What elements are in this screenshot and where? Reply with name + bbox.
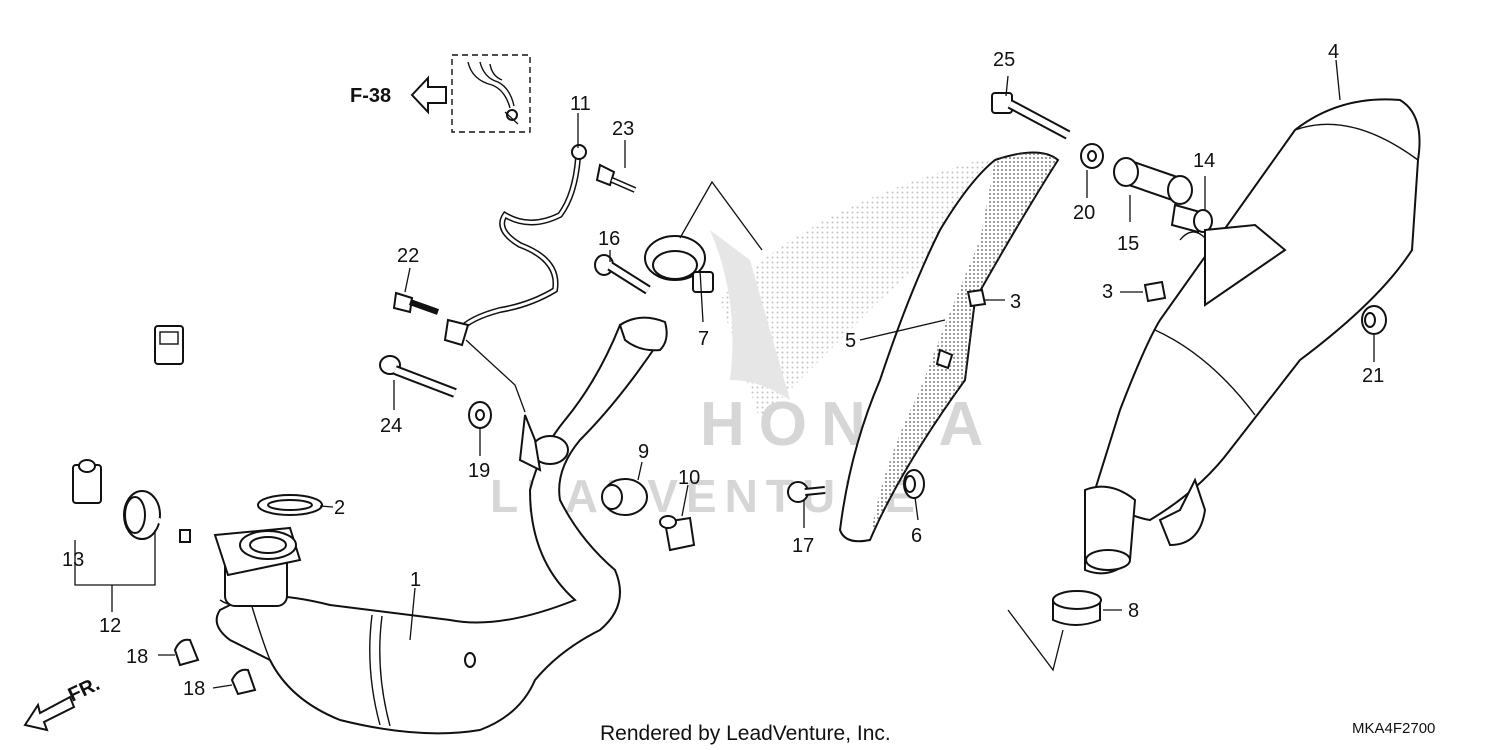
callout-15[interactable]: 15	[1117, 233, 1139, 255]
callout-22[interactable]: 22	[397, 245, 419, 267]
callout-21[interactable]: 21	[1362, 365, 1384, 387]
left-arrow-icon	[410, 75, 447, 115]
callout-2[interactable]: 2	[334, 497, 345, 519]
rubber-8[interactable]	[1052, 590, 1102, 626]
callout-19[interactable]: 19	[468, 460, 490, 482]
harness-detail-box	[451, 54, 531, 133]
cap-nut-18b[interactable]	[230, 668, 257, 696]
bolt-16[interactable]	[594, 254, 651, 295]
callout-6[interactable]: 6	[911, 525, 922, 547]
ground-cable[interactable]	[443, 144, 587, 347]
watermark-brand: HONDA	[700, 390, 997, 459]
callout-14[interactable]: 14	[1193, 150, 1215, 172]
callout-8[interactable]: 8	[1128, 600, 1139, 622]
collar-10[interactable]	[659, 515, 696, 552]
leader-lines	[74, 59, 1375, 689]
exhaust-gasket[interactable]	[257, 494, 323, 516]
front-direction-marker: FR.	[23, 673, 103, 732]
callout-4[interactable]: 4	[1328, 41, 1339, 63]
bolt-23[interactable]	[595, 163, 637, 193]
grommet-9[interactable]	[601, 478, 648, 516]
callout-3b[interactable]: 3	[1102, 281, 1113, 303]
diagram-code: MKA4F2700	[1352, 720, 1435, 737]
heat-shield[interactable]	[838, 151, 1060, 543]
exhaust-clamp-7[interactable]	[644, 235, 714, 293]
oxygen-sensor-assembly[interactable]	[32, 325, 191, 543]
cap-nut-18a[interactable]	[173, 638, 200, 667]
bolt-22[interactable]	[392, 291, 440, 315]
nut-21[interactable]	[1361, 305, 1387, 335]
callout-11[interactable]: 11	[570, 93, 591, 115]
callout-5[interactable]: 5	[845, 330, 856, 352]
callout-9[interactable]: 9	[638, 441, 649, 463]
washer-20[interactable]	[1080, 143, 1104, 169]
footer-credit: Rendered by LeadVenture, Inc.	[600, 722, 891, 745]
grommet-6[interactable]	[903, 469, 925, 499]
nut-3b[interactable]	[1143, 280, 1167, 303]
nut-3a[interactable]	[966, 288, 987, 308]
harness-detail	[467, 61, 519, 125]
muffler[interactable]	[1084, 98, 1421, 575]
bolt-25[interactable]	[991, 92, 1071, 140]
front-arrow-icon	[23, 695, 76, 732]
cross-reference-label[interactable]: F-38	[350, 85, 391, 107]
callout-18a[interactable]: 18	[126, 646, 148, 668]
callout-18b[interactable]: 18	[183, 678, 205, 700]
cross-reference[interactable]: F-38	[350, 75, 447, 115]
callout-20[interactable]: 20	[1073, 202, 1095, 224]
callout-10[interactable]: 10	[678, 467, 700, 489]
callout-7[interactable]: 7	[698, 328, 709, 350]
bolt-17[interactable]	[787, 481, 826, 503]
callout-16[interactable]: 16	[598, 228, 620, 250]
bolt-24[interactable]	[379, 355, 457, 398]
callout-13[interactable]: 13	[62, 549, 84, 571]
callout-25[interactable]: 25	[993, 49, 1015, 71]
exhaust-pipe-catalyst[interactable]	[213, 316, 668, 735]
callout-24[interactable]: 24	[380, 415, 402, 437]
callout-3a[interactable]: 3	[1010, 291, 1021, 313]
washer-19[interactable]	[468, 401, 492, 429]
rubber-15[interactable]	[1113, 157, 1193, 205]
callout-17[interactable]: 17	[792, 535, 814, 557]
callout-23[interactable]: 23	[612, 118, 634, 140]
callouts: 1 2 3 3 4 5 6 7 8 9 10 11 12 13 14 15 16…	[62, 41, 1384, 700]
pipe-bracket-clamp[interactable]	[518, 414, 569, 472]
callout-12[interactable]: 12	[99, 615, 121, 637]
callout-1[interactable]: 1	[410, 569, 421, 591]
collar-14[interactable]	[1170, 203, 1213, 234]
